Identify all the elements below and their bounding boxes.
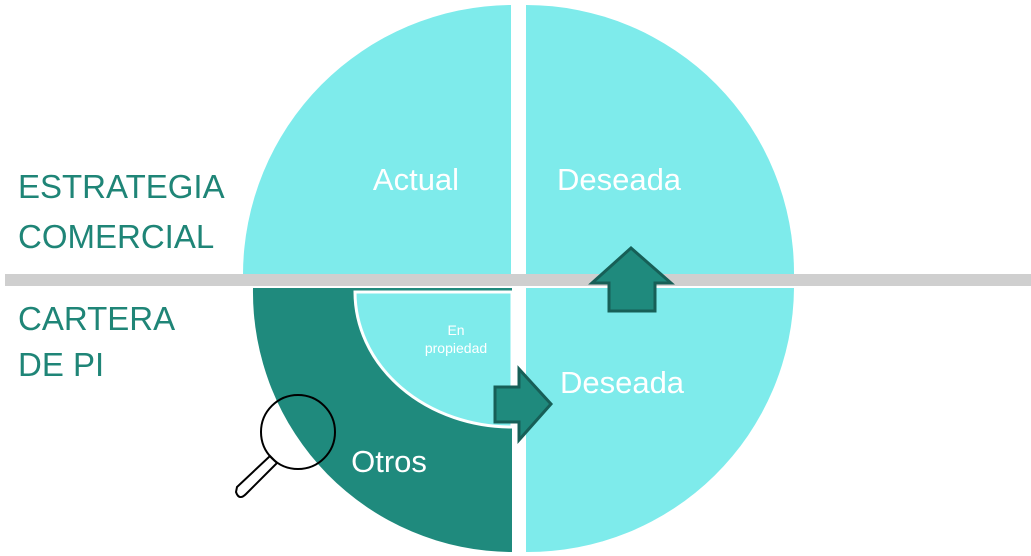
- label-actual: Actual: [373, 162, 459, 197]
- label-deseada-top: Deseada: [557, 162, 682, 197]
- arrow-up-icon: [588, 245, 675, 313]
- arrow-right-icon: [493, 365, 554, 444]
- quadrant-en-propiedad: [353, 290, 514, 429]
- label-otros: Otros: [351, 444, 427, 479]
- label-deseada-bottom: Deseada: [560, 365, 685, 400]
- magnifying-glass-icon: [234, 394, 336, 498]
- label-cartera-line2: DE PI: [18, 346, 104, 383]
- divider-band: [5, 274, 1031, 286]
- label-estrategia-line2: COMERCIAL: [18, 218, 214, 255]
- label-estrategia-line1: ESTRATEGIA: [18, 168, 225, 205]
- label-en: En: [447, 322, 464, 338]
- quadrant-deseada-top: [526, 4, 795, 275]
- quadrant-deseada-bottom: [526, 288, 794, 553]
- label-propiedad: propiedad: [425, 340, 487, 356]
- quadrant-actual: [242, 5, 511, 275]
- label-cartera-line1: CARTERA: [18, 300, 175, 337]
